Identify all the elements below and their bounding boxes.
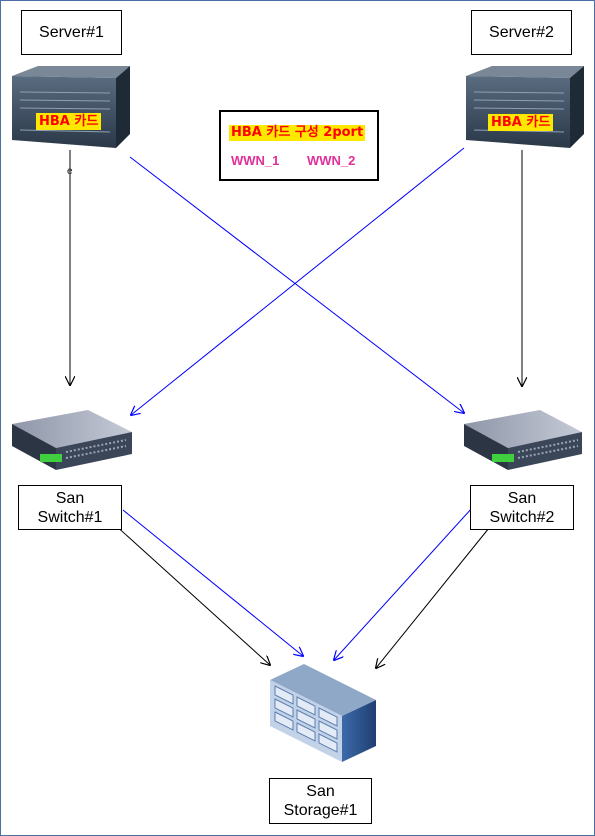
server-1-hba-label: HBA 카드 [36, 113, 102, 130]
san-switch-1-icon [12, 410, 132, 470]
hba-legend-box: HBA 카드 구성 2port WWN_1 WWN_2 [219, 110, 379, 181]
legend-title: HBA 카드 구성 2port [229, 125, 366, 141]
legend-wwn-2: WWN_2 [307, 153, 356, 168]
stray-character: e [67, 166, 73, 177]
san-storage-icon [270, 664, 376, 762]
san-switch-1-label: San Switch#1 [18, 485, 122, 530]
server-1-label: Server#1 [21, 10, 122, 55]
legend-wwn-1: WWN_1 [231, 153, 280, 168]
link-switch2-to-storage-blue [334, 507, 473, 660]
link-switch2-to-storage-black [376, 527, 490, 668]
san-switch-2-label: San Switch#2 [470, 485, 574, 530]
server-2-icon [466, 66, 584, 148]
link-server2-to-switch1 [131, 147, 465, 415]
server-2-label: Server#2 [471, 10, 572, 55]
san-storage-label: San Storage#1 [269, 778, 372, 824]
server-2-hba-label: HBA 카드 [488, 114, 554, 131]
server-1-icon [12, 66, 130, 148]
san-switch-2-icon [464, 410, 582, 470]
link-switch1-to-storage-blue [122, 509, 303, 656]
link-server1-to-switch2 [129, 156, 464, 413]
